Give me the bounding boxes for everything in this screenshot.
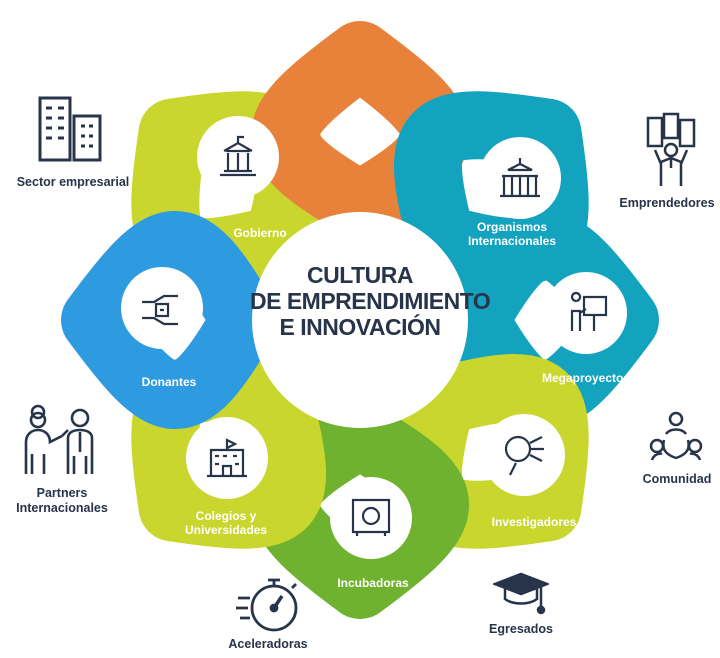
title-line-2: DE EMPRENDIMIENTO xyxy=(250,288,491,314)
petal-label-line: Colegios y xyxy=(196,509,257,523)
icon-circle-2 xyxy=(545,272,627,354)
title-line-1: CULTURA xyxy=(307,262,413,288)
diagram-title: CULTURA DE EMPRENDIMIENTO E INNOVACIÓN xyxy=(250,262,491,340)
petal-label-3: Investigadores xyxy=(492,515,577,529)
icon-circles xyxy=(121,116,627,559)
petal-label-2: Megaproyectos xyxy=(542,371,630,385)
outer-label-sector-empresarial: Sector empresarial xyxy=(16,175,130,189)
outer-label-egresados: Egresados xyxy=(489,622,553,636)
government-building-icon xyxy=(220,135,256,177)
petal-label-line: Donantes xyxy=(142,375,197,389)
hands-coins-icon xyxy=(142,294,178,326)
petal-label-0: Gobierno xyxy=(233,226,286,240)
graduation-cap-icon xyxy=(493,572,549,615)
entrepreneur-icon xyxy=(646,112,696,186)
safe-icon-shape xyxy=(351,498,391,536)
outer-label-comunidad: Comunidad xyxy=(642,472,712,486)
petal-loop-6 xyxy=(61,211,279,429)
safe-icon xyxy=(351,498,391,536)
petal-label-line: Internacionales xyxy=(468,234,556,248)
center-area xyxy=(252,212,468,428)
school-building-icon xyxy=(207,438,247,478)
outer-label-partners-internacionales: Partners Internacionales xyxy=(16,486,108,515)
title-line-3: E INNOVACIÓN xyxy=(279,314,441,340)
magnifier-network-icon-shape xyxy=(504,435,544,476)
icon-circle-5 xyxy=(186,417,268,499)
petal-label-line: Organismos xyxy=(477,220,547,234)
petal-label-line: Megaproyectos xyxy=(542,371,630,385)
government-building-icon-shape xyxy=(220,135,256,177)
icon-circle-3 xyxy=(483,414,565,496)
petal-label-line: Universidades xyxy=(185,523,267,537)
stopwatch-icon xyxy=(236,578,298,632)
hands-coins-icon-shape xyxy=(142,294,178,326)
community-icon xyxy=(649,411,703,461)
institution-icon xyxy=(500,158,540,198)
institution-icon-shape xyxy=(500,158,540,198)
petal-label-line: Gobierno xyxy=(233,226,286,240)
magnifier-network-icon xyxy=(504,435,544,476)
petal-loops xyxy=(61,21,659,619)
petal-label-6: Donantes xyxy=(142,375,197,389)
petal-label-line: Investigadores xyxy=(492,515,577,529)
presenter-board-icon-shape xyxy=(570,291,608,331)
office-buildings-icon xyxy=(38,96,102,162)
petal-label-line: Incubadoras xyxy=(337,576,409,590)
icon-circle-4 xyxy=(330,477,412,559)
outer-label-emprendedores: Emprendedores xyxy=(619,196,715,210)
icon-circle-6 xyxy=(121,267,203,349)
petal-label-4: Incubadoras xyxy=(337,576,409,590)
school-building-icon-shape xyxy=(207,438,247,478)
presenter-board-icon xyxy=(570,291,608,331)
outer-label-aceleradoras: Aceleradoras xyxy=(228,637,308,651)
handshake-partners-icon xyxy=(24,404,94,474)
